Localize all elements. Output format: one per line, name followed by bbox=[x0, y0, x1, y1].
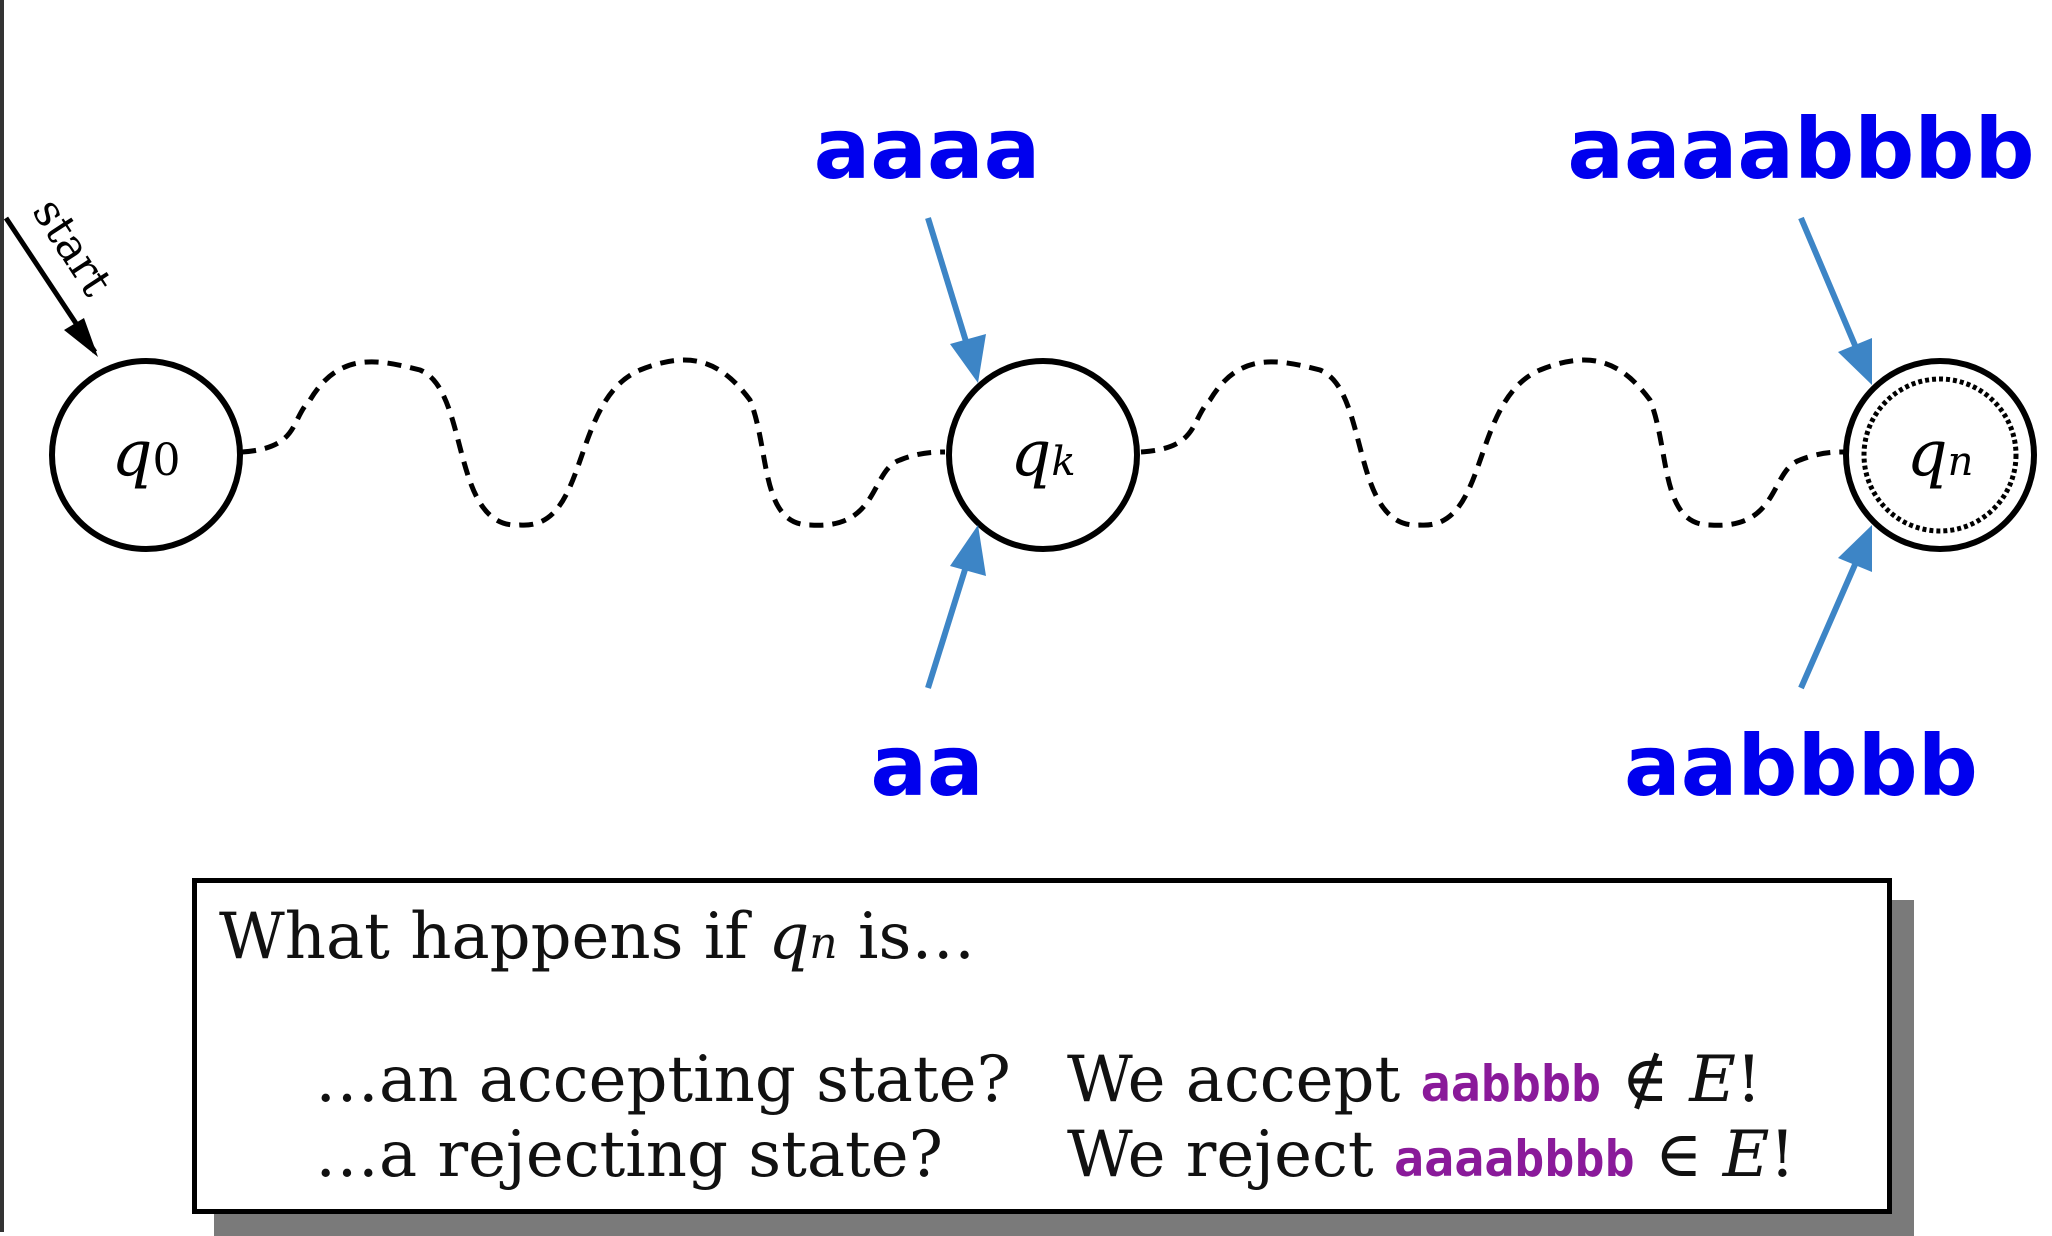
question-heading: What happens if qn is… bbox=[219, 900, 976, 974]
left-border bbox=[0, 0, 4, 1232]
arrow-aaaabbbb-to-qn bbox=[1798, 216, 1860, 352]
state-qk-label: qk bbox=[1010, 417, 1075, 491]
row-rejecting-result: We reject aaaabbbb ∈ E! bbox=[1067, 1118, 1796, 1192]
state-qn-accept-ring bbox=[1861, 376, 2019, 534]
path-qk-to-qn bbox=[1140, 357, 1846, 528]
arrow-aa-to-qk bbox=[925, 559, 971, 689]
string-aaaabbbb: aaaabbbb bbox=[1567, 100, 2034, 198]
state-q0 bbox=[49, 358, 243, 552]
state-qk bbox=[946, 358, 1140, 552]
row-accepting-result: We accept aabbbb ∉ E! bbox=[1067, 1043, 1762, 1117]
start-label: start bbox=[22, 189, 122, 305]
state-qn bbox=[1843, 358, 2037, 552]
question-box: What happens if qn is… …an accepting sta… bbox=[192, 878, 1892, 1214]
arrow-aabbbb-to-qn bbox=[1798, 558, 1860, 690]
start-arrowhead bbox=[64, 318, 98, 357]
arrow-aa-head bbox=[950, 525, 986, 576]
row-accepting-condition: …an accepting state? bbox=[315, 1043, 1011, 1117]
arrow-aaaa-to-qk bbox=[925, 217, 971, 349]
state-q0-label: q0 bbox=[112, 417, 181, 491]
state-qn-label: qn bbox=[1907, 417, 1974, 491]
arrow-aaaa-head bbox=[950, 334, 986, 383]
arrow-aabbbb-head bbox=[1838, 525, 1872, 572]
row-rejecting-condition: …a rejecting state? bbox=[315, 1118, 943, 1192]
string-aabbbb: aabbbb bbox=[1624, 717, 1978, 815]
path-q0-to-qk bbox=[241, 357, 946, 528]
string-aaaa: aaaa bbox=[814, 100, 1041, 198]
string-aa: aa bbox=[870, 717, 983, 815]
arrow-aaaabbbb-head bbox=[1838, 338, 1872, 385]
